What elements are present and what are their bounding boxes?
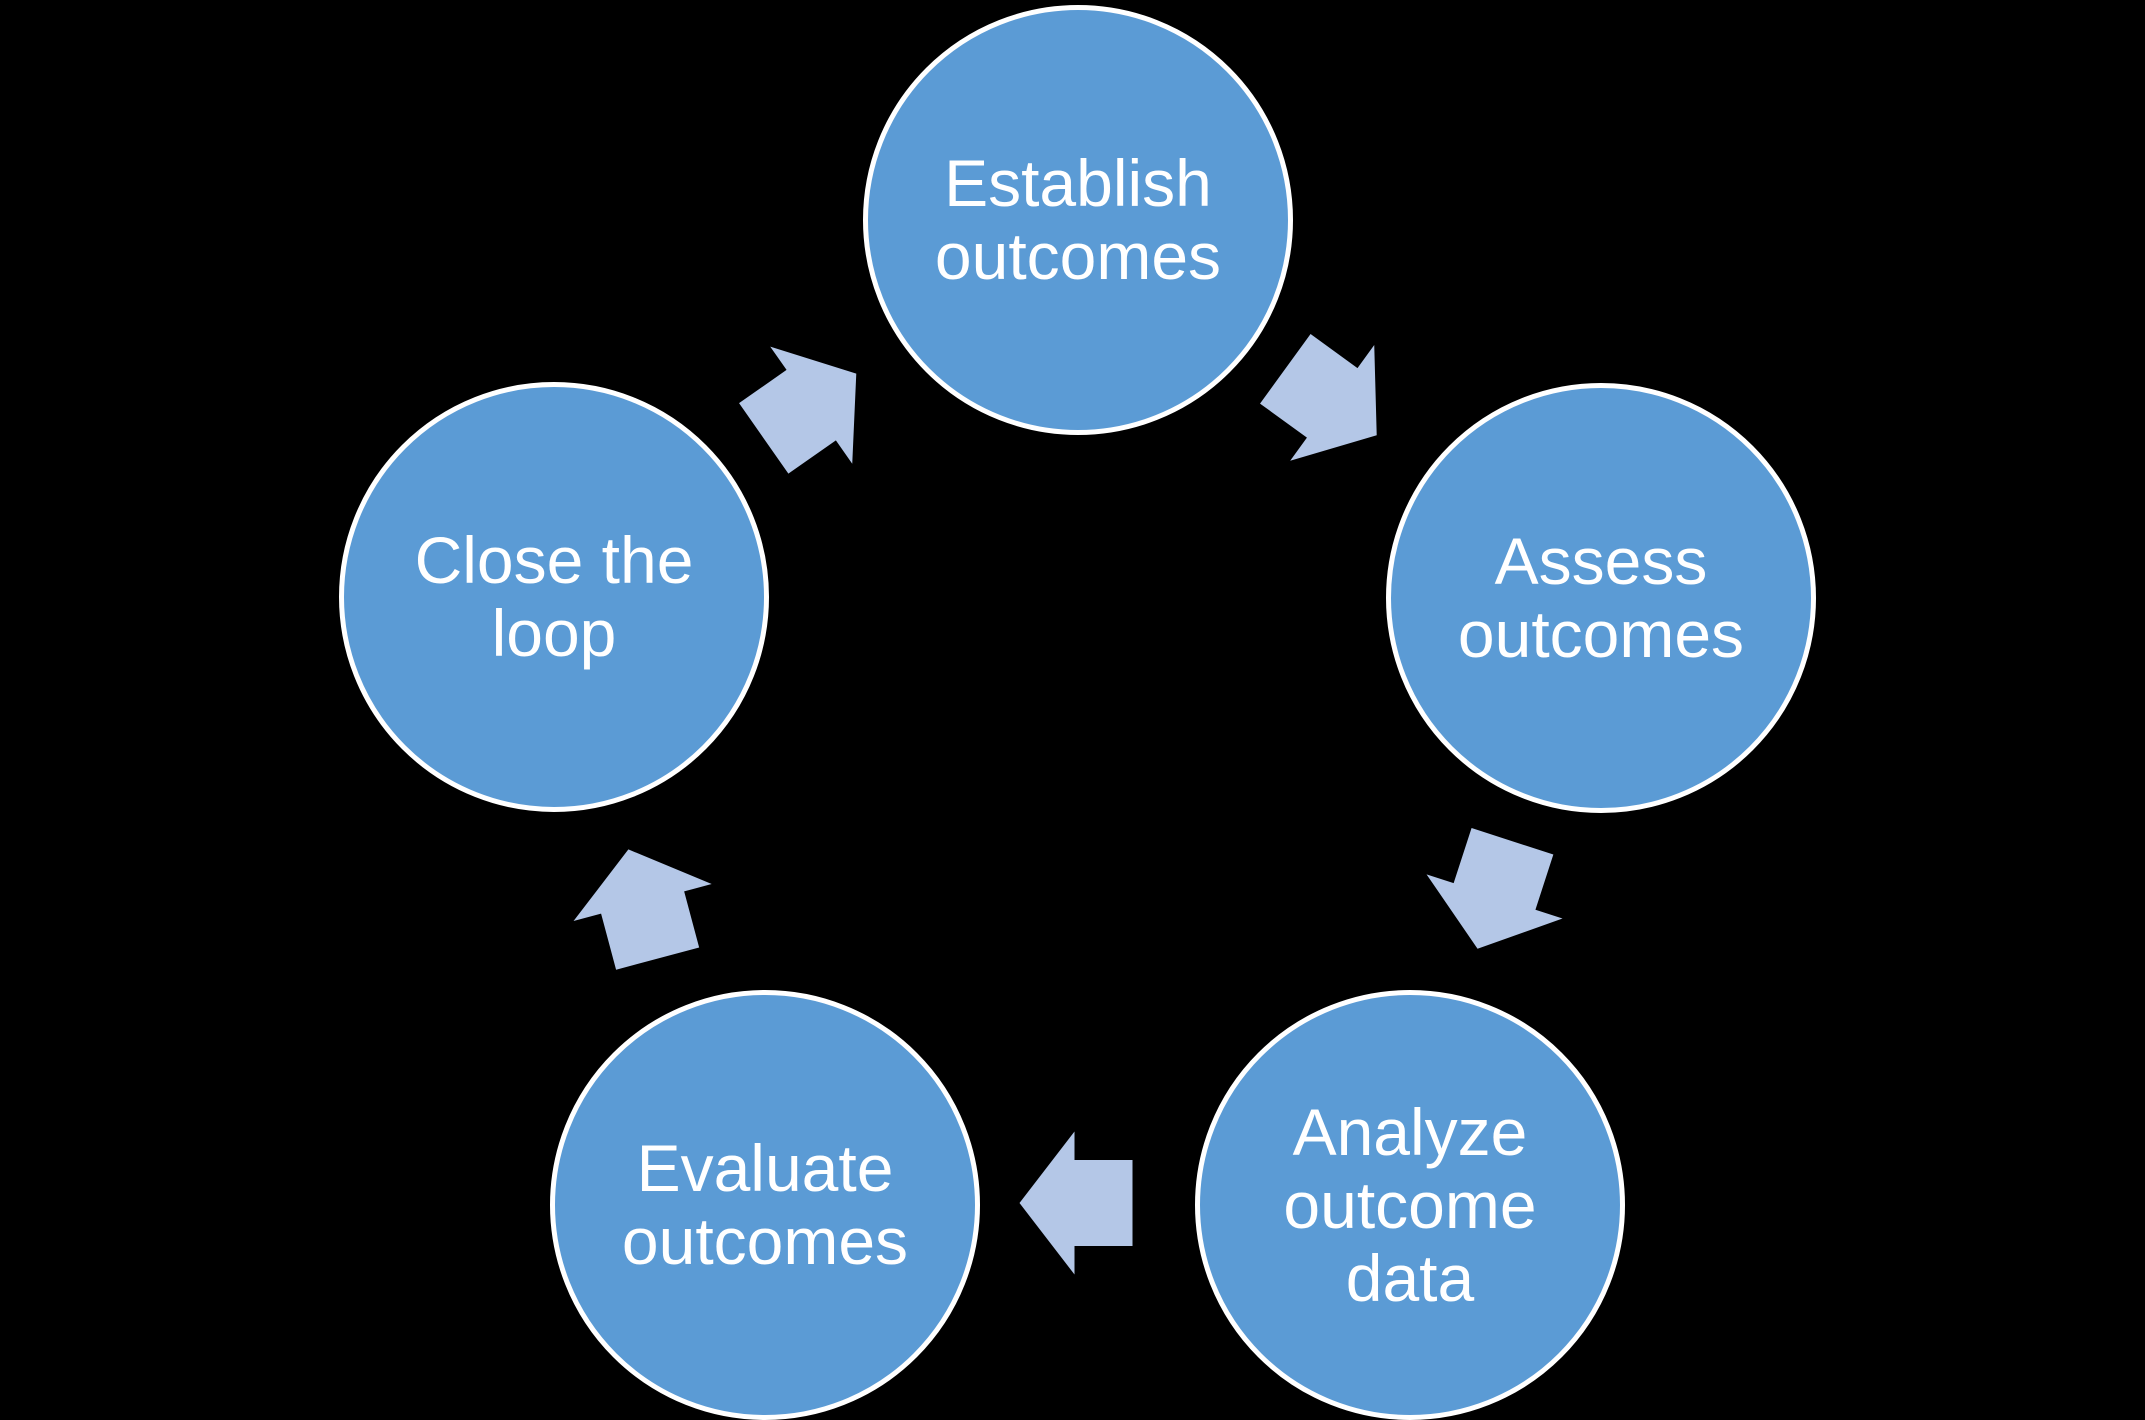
arrow-close-to-establish-icon <box>739 346 857 474</box>
node-establish-outcomes: Establish outcomes <box>863 5 1293 435</box>
node-evaluate-outcomes: Evaluate outcomes <box>550 990 980 1420</box>
node-assess-outcomes: Assess outcomes <box>1386 383 1816 813</box>
node-label: Assess outcomes <box>1457 524 1745 671</box>
node-label: Establish outcomes <box>934 146 1222 293</box>
node-close-the-loop: Close the loop <box>339 382 769 812</box>
node-label: Close the loop <box>414 523 694 670</box>
node-label: Evaluate outcomes <box>621 1131 909 1278</box>
arrow-establish-to-assess-icon <box>1260 334 1377 461</box>
arrow-assess-to-analyze-icon <box>1426 827 1563 949</box>
node-analyze-outcome-data: Analyze outcome data <box>1195 990 1625 1420</box>
arrow-evaluate-to-close-icon <box>573 849 712 970</box>
node-label: Analyze outcome data <box>1283 1094 1537 1315</box>
arrow-analyze-to-evaluate-icon <box>1019 1131 1133 1275</box>
